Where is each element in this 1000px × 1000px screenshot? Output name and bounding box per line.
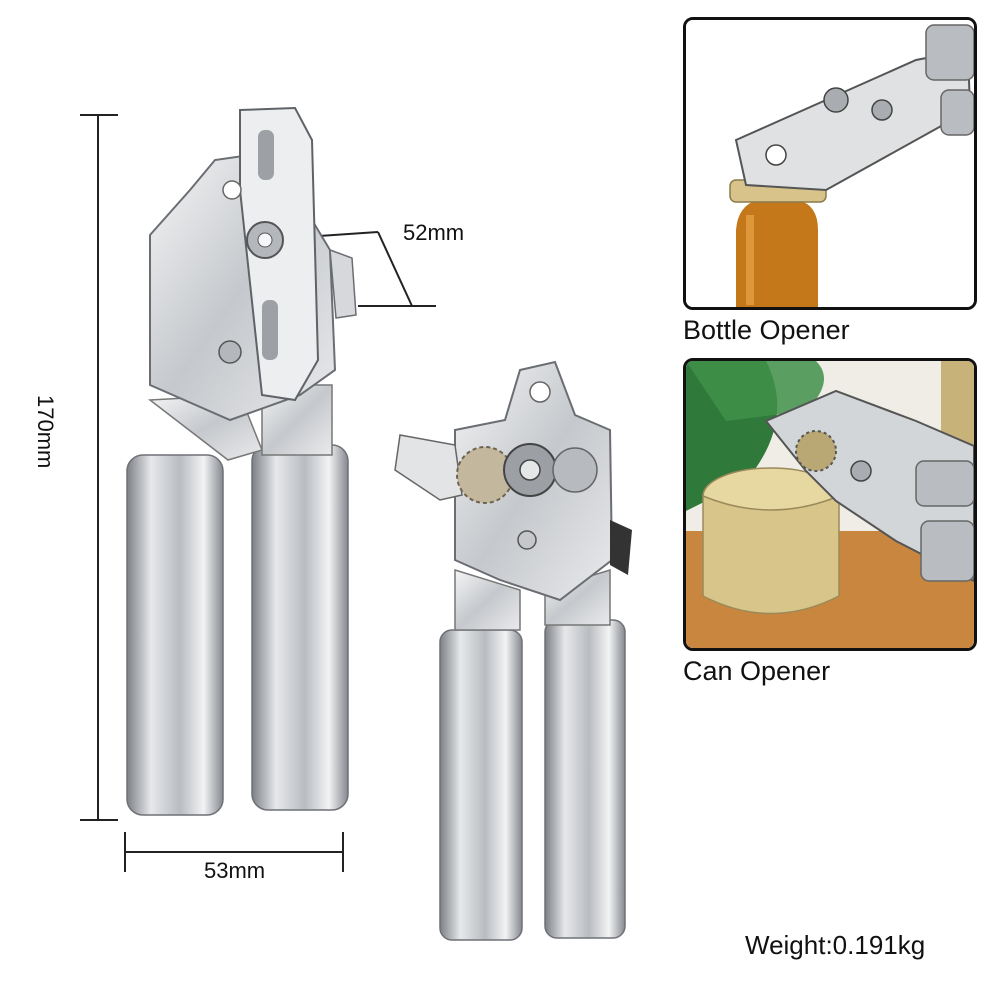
- can-opener-photo: [683, 358, 977, 651]
- bottle-opener-caption: Bottle Opener: [683, 315, 850, 345]
- can-opener-caption: Can Opener: [683, 656, 831, 686]
- height-label: 170mm: [33, 395, 58, 469]
- head-length-label: 52mm: [403, 220, 465, 245]
- main-opener: [126, 106, 357, 816]
- can-opener-in-use-icon: [686, 361, 974, 648]
- width-label: 53mm: [204, 858, 266, 883]
- weight-label: Weight:0.191kg: [745, 930, 926, 960]
- second-opener: [394, 360, 632, 941]
- width-dimension-line: [124, 832, 344, 872]
- height-dimension-line: [80, 114, 118, 821]
- bottle-opener-photo: [683, 17, 977, 310]
- bottle-opener-in-use-icon: [686, 20, 974, 307]
